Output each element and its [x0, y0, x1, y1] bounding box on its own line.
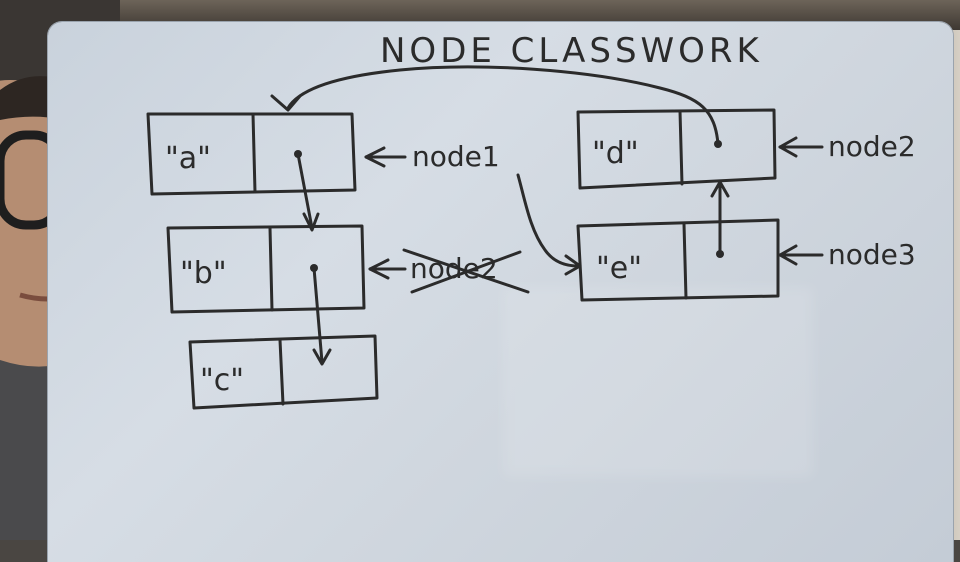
label-node2-struck-group: node2 [368, 248, 530, 294]
label-node3-group: node3 [778, 238, 916, 271]
pointer-e-to-d [710, 180, 730, 258]
node-d-value: "d" [592, 136, 639, 171]
node-a: "a" [146, 112, 357, 196]
node-d: "d" [576, 108, 777, 190]
node-b-value: "b" [180, 256, 227, 291]
node-e: "e" [576, 218, 780, 302]
label-node1: node1 [412, 140, 500, 173]
label-node1-group: node1 [364, 140, 582, 276]
whiteboard [48, 22, 953, 562]
pointer-a-to-b [294, 150, 320, 232]
diagram-title: NODE CLASSWORK [380, 31, 763, 71]
label-node2-group: node2 [778, 130, 916, 163]
node-c: "c" [188, 334, 379, 410]
label-node3: node3 [828, 238, 916, 271]
label-node2: node2 [828, 130, 916, 163]
node-c-value: "c" [200, 363, 244, 398]
node-b: "b" [166, 224, 366, 314]
pointer-d-to-a [270, 65, 722, 148]
strike-line-2 [410, 250, 522, 294]
node-e-value: "e" [596, 251, 642, 286]
pointer-b-to-c [310, 264, 332, 366]
whiteboard-drawing: NODE CLASSWORK "a" "b" "c" "d" "e" [146, 31, 916, 410]
light-glare [503, 287, 813, 477]
node-a-value: "a" [165, 141, 211, 176]
